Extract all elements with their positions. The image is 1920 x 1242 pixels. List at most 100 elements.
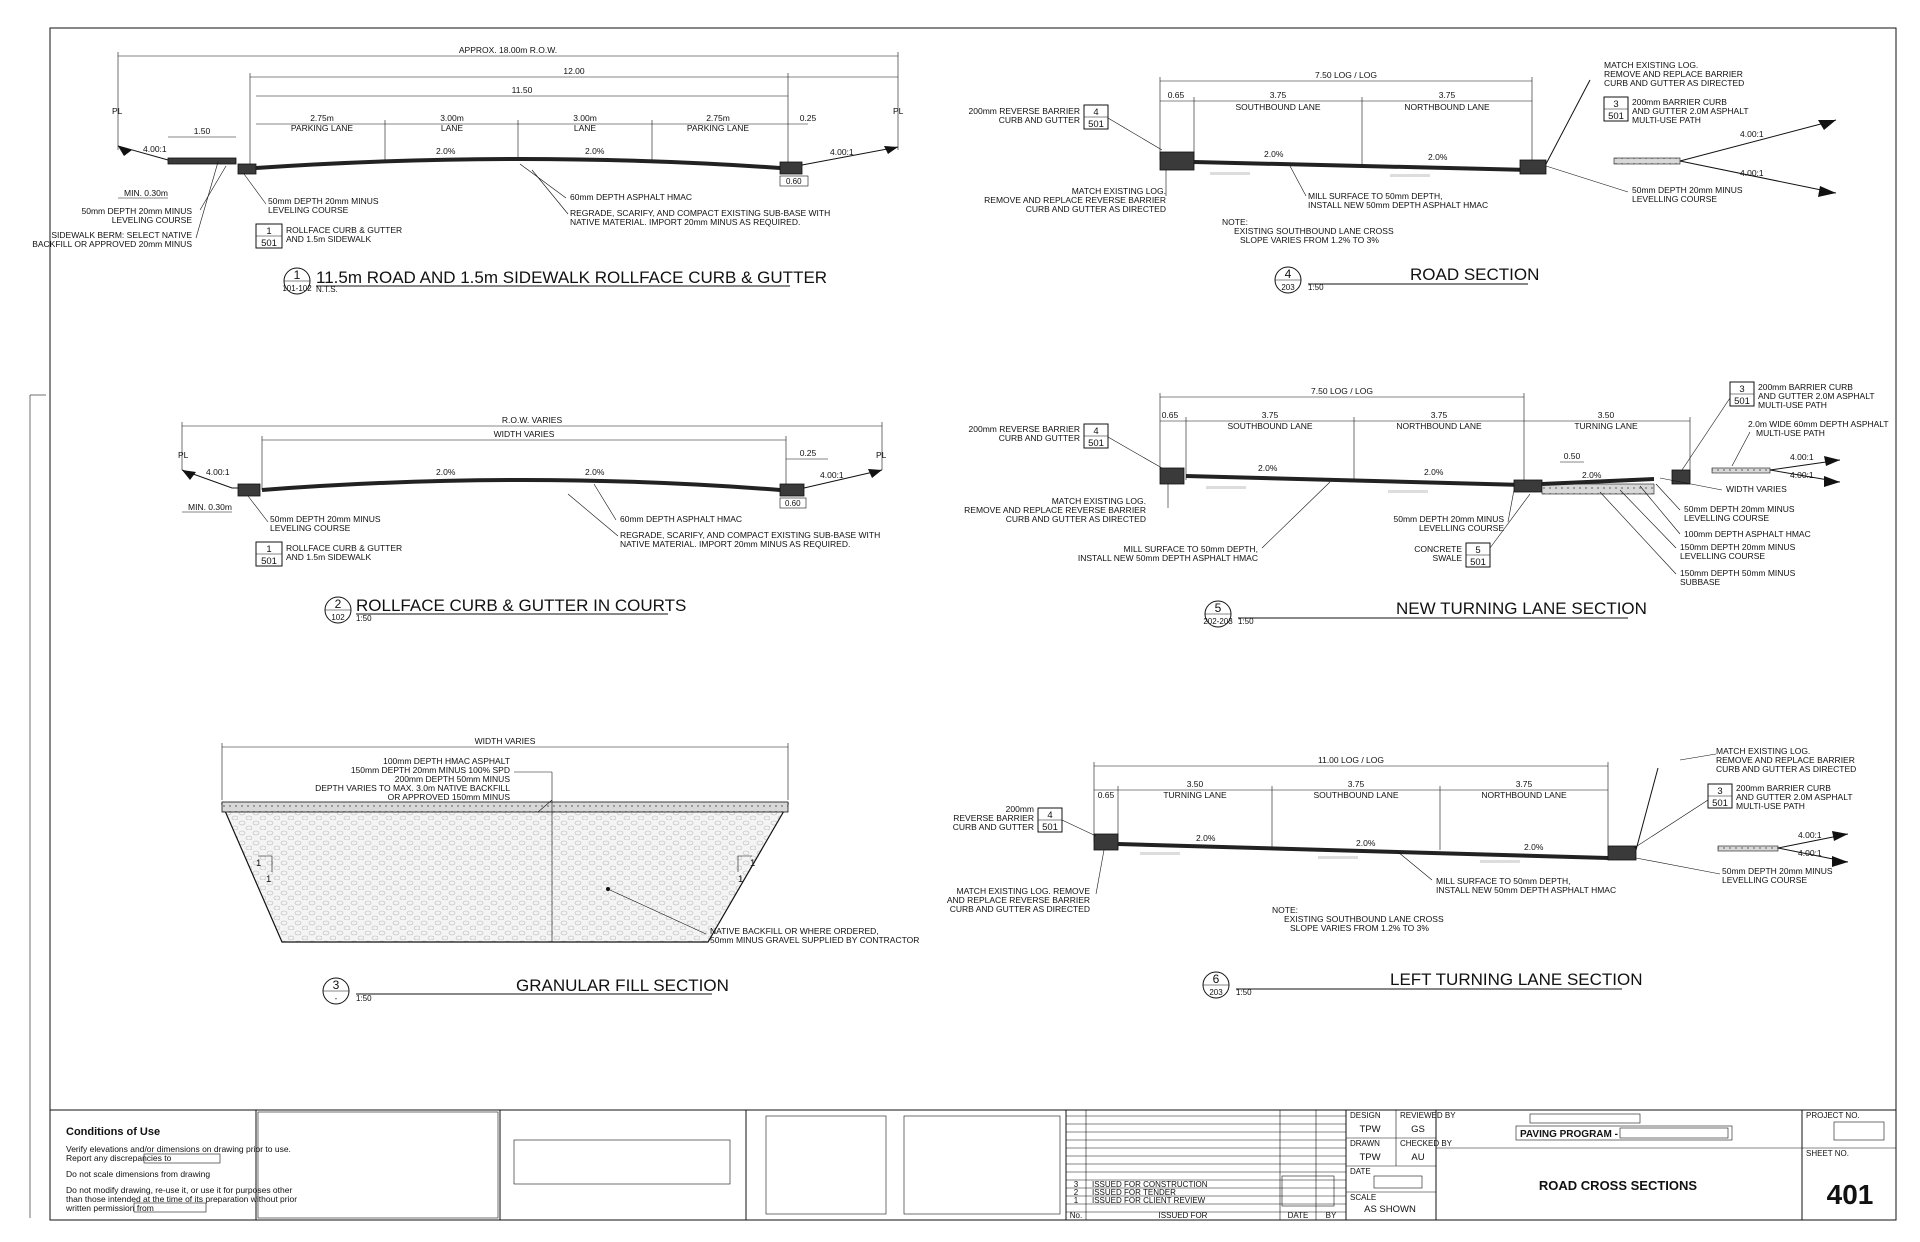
svg-text:BY: BY: [1326, 1211, 1337, 1220]
svg-text:4.00:1: 4.00:1: [143, 144, 167, 154]
svg-text:NORTHBOUND LANE: NORTHBOUND LANE: [1396, 421, 1482, 431]
svg-text:AS SHOWN: AS SHOWN: [1364, 1204, 1416, 1215]
detail-5-section: 7.50 LOG / LOG 0.65 3.75 SOUTHBOUND LANE…: [964, 381, 1889, 628]
svg-text:3: 3: [1739, 384, 1744, 395]
svg-text:WIDTH VARIES: WIDTH VARIES: [475, 736, 536, 746]
svg-text:4: 4: [1093, 426, 1098, 437]
svg-text:4.00:1: 4.00:1: [1798, 848, 1822, 858]
curb: [237, 163, 257, 175]
curb: [779, 161, 803, 175]
svg-text:MILL SURFACE TO 50mm DEPTH,: MILL SURFACE TO 50mm DEPTH,: [1124, 544, 1258, 554]
svg-text:ROLLFACE CURB & GUTTER: ROLLFACE CURB & GUTTER: [286, 543, 402, 553]
svg-text:150mm DEPTH 20mm MINUS 100% SP: 150mm DEPTH 20mm MINUS 100% SPD: [351, 765, 510, 775]
svg-text:CURB AND GUTTER AS DIRECTED: CURB AND GUTTER AS DIRECTED: [1716, 764, 1856, 774]
svg-text:CURB AND GUTTER AS DIRECTED: CURB AND GUTTER AS DIRECTED: [950, 904, 1090, 914]
svg-text:REGRADE, SCARIFY, AND COMPACT: REGRADE, SCARIFY, AND COMPACT EXISTING S…: [620, 530, 880, 540]
svg-text:REMOVE AND REPLACE REVERSE BAR: REMOVE AND REPLACE REVERSE BARRIER: [964, 505, 1146, 515]
svg-text:CURB AND GUTTER: CURB AND GUTTER: [953, 822, 1034, 832]
svg-text:11.00 LOG / LOG: 11.00 LOG / LOG: [1318, 755, 1384, 765]
svg-text:NOTE:: NOTE:: [1222, 217, 1248, 227]
svg-text:3.00m: 3.00m: [440, 113, 464, 123]
svg-text:60mm DEPTH ASPHALT HMAC: 60mm DEPTH ASPHALT HMAC: [620, 514, 742, 524]
svg-text:No.: No.: [1070, 1211, 1082, 1220]
svg-text:3: 3: [1717, 786, 1722, 797]
revision-table: 3 ISSUED FOR CONSTRUCTION 2 ISSUED FOR T…: [1066, 1110, 1347, 1220]
svg-text:4.00:1: 4.00:1: [1740, 168, 1764, 178]
svg-text:ROLLFACE CURB & GUTTER: ROLLFACE CURB & GUTTER: [286, 225, 402, 235]
svg-text:102: 102: [331, 613, 345, 622]
svg-text:150mm DEPTH 20mm MINUS: 150mm DEPTH 20mm MINUS: [1680, 542, 1796, 552]
svg-text:WIDTH VARIES: WIDTH VARIES: [494, 429, 555, 439]
svg-text:2.0%: 2.0%: [1582, 470, 1602, 480]
svg-text:MATCH EXISTING LOG.: MATCH EXISTING LOG.: [1604, 60, 1698, 70]
svg-text:203: 203: [1209, 988, 1223, 997]
svg-text:4.00:1: 4.00:1: [1740, 129, 1764, 139]
svg-text:4: 4: [1093, 107, 1098, 118]
svg-text:SWALE: SWALE: [1433, 553, 1463, 563]
svg-text:7.50 LOG / LOG: 7.50 LOG / LOG: [1315, 70, 1377, 80]
detail-title: LEFT TURNING LANE SECTION: [1390, 970, 1643, 989]
svg-text:3.00m: 3.00m: [573, 113, 597, 123]
svg-text:CURB AND GUTTER AS DIRECTED: CURB AND GUTTER AS DIRECTED: [1026, 204, 1166, 214]
svg-text:ISSUED FOR CLIENT REVIEW: ISSUED FOR CLIENT REVIEW: [1092, 1196, 1206, 1205]
svg-text:2.0%: 2.0%: [1258, 463, 1278, 473]
svg-text:1: 1: [750, 858, 755, 869]
svg-text:MIN. 0.30m: MIN. 0.30m: [124, 188, 168, 198]
svg-text:PROJECT NO.: PROJECT NO.: [1806, 1111, 1860, 1120]
detail-title: NEW TURNING LANE SECTION: [1396, 599, 1647, 618]
svg-text:3.75: 3.75: [1270, 90, 1287, 100]
svg-text:NATIVE BACKFILL OR WHERE ORDER: NATIVE BACKFILL OR WHERE ORDERED,: [710, 926, 879, 936]
svg-text:200mm BARRIER CURB: 200mm BARRIER CURB: [1736, 783, 1831, 793]
svg-text:4: 4: [1285, 267, 1292, 281]
svg-text:LEVELING COURSE: LEVELING COURSE: [268, 205, 349, 215]
svg-text:OR APPROVED 150mm MINUS: OR APPROVED 150mm MINUS: [388, 792, 511, 802]
svg-text:5: 5: [1475, 545, 1480, 556]
svg-text:R.O.W. VARIES: R.O.W. VARIES: [502, 415, 563, 425]
detail-2-section: R.O.W. VARIES WIDTH VARIES 0.25 PL PL 4.…: [178, 415, 887, 624]
sheet-title: ROAD CROSS SECTIONS: [1539, 1178, 1698, 1193]
svg-text:AND 1.5m SIDEWALK: AND 1.5m SIDEWALK: [286, 552, 372, 562]
svg-text:2.75m: 2.75m: [310, 113, 334, 123]
svg-text:50mm DEPTH 20mm MINUS: 50mm DEPTH 20mm MINUS: [1393, 514, 1504, 524]
fill-body: [221, 803, 790, 943]
svg-text:BACKFILL OR APPROVED 20mm MINU: BACKFILL OR APPROVED 20mm MINUS: [32, 239, 192, 249]
svg-text:6: 6: [1213, 972, 1220, 986]
svg-text:2.75m: 2.75m: [706, 113, 730, 123]
svg-text:WIDTH VARIES: WIDTH VARIES: [1726, 484, 1787, 494]
svg-text:SIDEWALK BERM: SELECT NATIVE: SIDEWALK BERM: SELECT NATIVE: [51, 230, 192, 240]
svg-text:2.0%: 2.0%: [1524, 842, 1544, 852]
svg-text:MULTI-USE PATH: MULTI-USE PATH: [1756, 428, 1825, 438]
svg-text:501: 501: [1088, 119, 1104, 130]
svg-text:0.60: 0.60: [785, 499, 801, 508]
svg-text:4.00:1: 4.00:1: [1790, 470, 1814, 480]
svg-text:SHEET NO.: SHEET NO.: [1806, 1149, 1849, 1158]
svg-text:203: 203: [1281, 283, 1295, 292]
svg-text:GS: GS: [1411, 1124, 1425, 1135]
svg-text:202-203: 202-203: [1203, 617, 1233, 626]
svg-text:200mm REVERSE BARRIER: 200mm REVERSE BARRIER: [969, 424, 1080, 434]
dim-1150: 11.50: [512, 85, 533, 95]
svg-text:3.75: 3.75: [1431, 410, 1448, 420]
svg-text:1: 1: [266, 544, 271, 555]
svg-text:PL: PL: [178, 450, 189, 460]
svg-text:SCALE: SCALE: [1350, 1193, 1376, 1202]
svg-text:MATCH EXISTING LOG.: MATCH EXISTING LOG.: [1052, 496, 1146, 506]
svg-text:SLOPE VARIES FROM 1.2% TO 3%: SLOPE VARIES FROM 1.2% TO 3%: [1290, 923, 1429, 933]
svg-text:50mm DEPTH 20mm MINUS: 50mm DEPTH 20mm MINUS: [270, 514, 381, 524]
project-name: PAVING PROGRAM -: [1520, 1129, 1618, 1140]
svg-text:1:50: 1:50: [1238, 617, 1254, 626]
svg-text:NORTHBOUND LANE: NORTHBOUND LANE: [1481, 790, 1567, 800]
svg-text:1:50: 1:50: [1308, 283, 1324, 292]
svg-text:50mm DEPTH 20mm MINUS: 50mm DEPTH 20mm MINUS: [1722, 866, 1833, 876]
svg-text:LEVELLING COURSE: LEVELLING COURSE: [1419, 523, 1504, 533]
svg-text:TPW: TPW: [1359, 1152, 1380, 1163]
svg-text:50mm MINUS GRAVEL SUPPLIED BY: 50mm MINUS GRAVEL SUPPLIED BY CONTRACTOR: [710, 935, 919, 945]
svg-text:CURB AND GUTTER AS DIRECTED: CURB AND GUTTER AS DIRECTED: [1604, 78, 1744, 88]
svg-text:DRAWN: DRAWN: [1350, 1139, 1380, 1148]
svg-text:MULTI-USE PATH: MULTI-USE PATH: [1632, 115, 1701, 125]
svg-text:2.0%: 2.0%: [1356, 838, 1376, 848]
dim-row: APPROX. 18.00m R.O.W.: [459, 45, 557, 55]
svg-text:AND REPLACE REVERSE BARRIER: AND REPLACE REVERSE BARRIER: [947, 895, 1090, 905]
lane-label: PARKING LANE: [291, 123, 354, 133]
svg-text:0.60: 0.60: [786, 177, 802, 186]
